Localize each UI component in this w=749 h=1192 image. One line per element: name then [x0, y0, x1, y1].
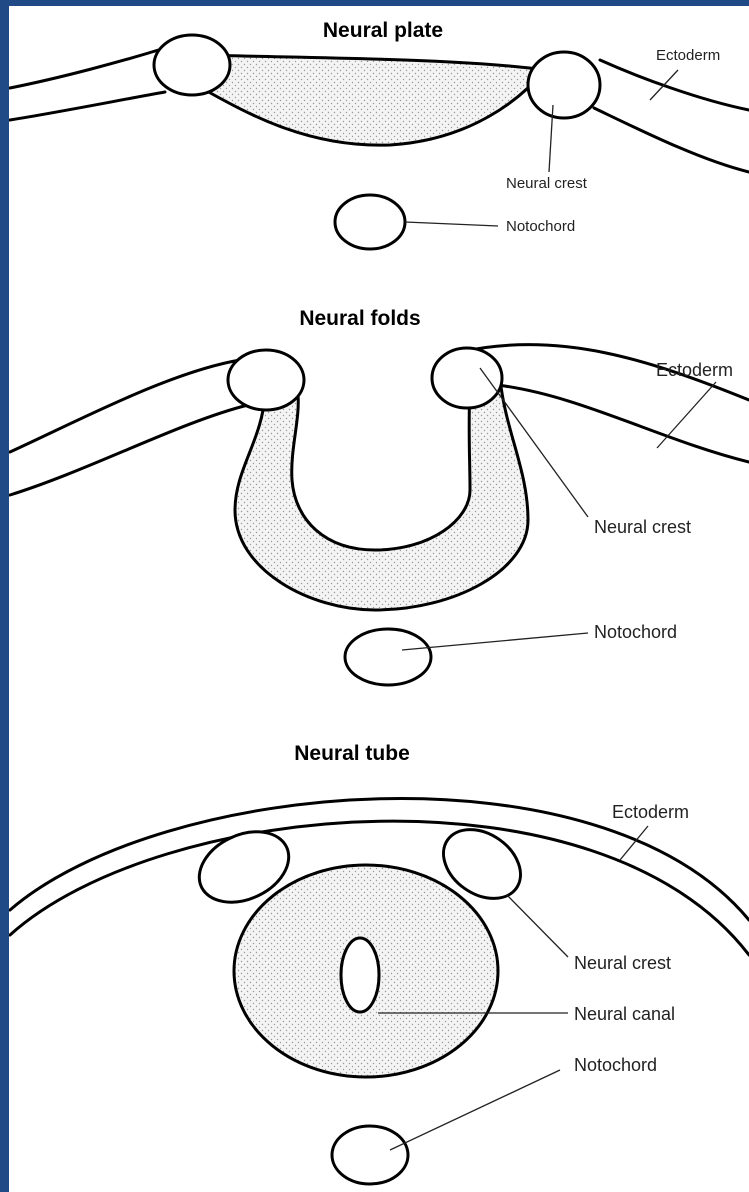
- diagram-frame: Neural plate Ectoderm Neural crest Notoc…: [9, 6, 749, 1192]
- label-neural-crest: Neural crest: [506, 175, 588, 192]
- ectoderm-right-upper-edge: [600, 60, 749, 110]
- panel-neural-tube: Neural tube Ectoderm Neural crest Neural…: [10, 742, 749, 1184]
- neural-crest-left: [154, 35, 230, 95]
- label-notochord: Notochord: [506, 218, 575, 235]
- ectoderm-left-lower-edge: [10, 92, 165, 120]
- label-notochord: Notochord: [574, 1055, 657, 1075]
- panel-title-neural-plate: Neural plate: [323, 19, 443, 42]
- ectoderm-left-upper-edge: [10, 360, 240, 452]
- panel-neural-folds: Neural folds Ectoderm Neural crest Notoc…: [10, 307, 749, 685]
- neural-crest-right: [528, 52, 600, 118]
- ectoderm-right-lower-edge: [594, 108, 749, 172]
- leader-notochord: [402, 633, 588, 650]
- leader-notochord: [390, 1070, 560, 1150]
- label-ectoderm: Ectoderm: [656, 360, 733, 380]
- leader-ectoderm: [650, 70, 678, 100]
- label-neural-crest: Neural crest: [574, 953, 671, 973]
- neural-fold-tissue: [235, 378, 528, 610]
- label-neural-crest: Neural crest: [594, 517, 691, 537]
- panel-title-neural-folds: Neural folds: [299, 307, 420, 330]
- leader-ectoderm: [657, 382, 716, 448]
- notochord: [345, 629, 431, 685]
- neurulation-diagram: Neural plate Ectoderm Neural crest Notoc…: [9, 6, 749, 1192]
- ectoderm-left-lower-edge: [10, 405, 248, 495]
- ectoderm-right-lower-edge: [497, 385, 749, 462]
- leader-notochord: [405, 222, 498, 226]
- ectoderm-left-upper-edge: [10, 48, 165, 88]
- leader-neural-crest: [507, 895, 568, 957]
- notochord: [335, 195, 405, 249]
- label-neural-canal: Neural canal: [574, 1004, 675, 1024]
- panel-title-neural-tube: Neural tube: [294, 742, 410, 765]
- label-ectoderm: Ectoderm: [612, 802, 689, 822]
- panel-neural-plate: Neural plate Ectoderm Neural crest Notoc…: [10, 19, 749, 249]
- neural-plate-tissue: [205, 55, 545, 145]
- label-notochord: Notochord: [594, 622, 677, 642]
- neural-canal: [341, 938, 379, 1012]
- neural-crest-left: [228, 350, 304, 410]
- label-ectoderm: Ectoderm: [656, 47, 720, 64]
- notochord: [332, 1126, 408, 1184]
- neural-crest-right: [432, 348, 502, 408]
